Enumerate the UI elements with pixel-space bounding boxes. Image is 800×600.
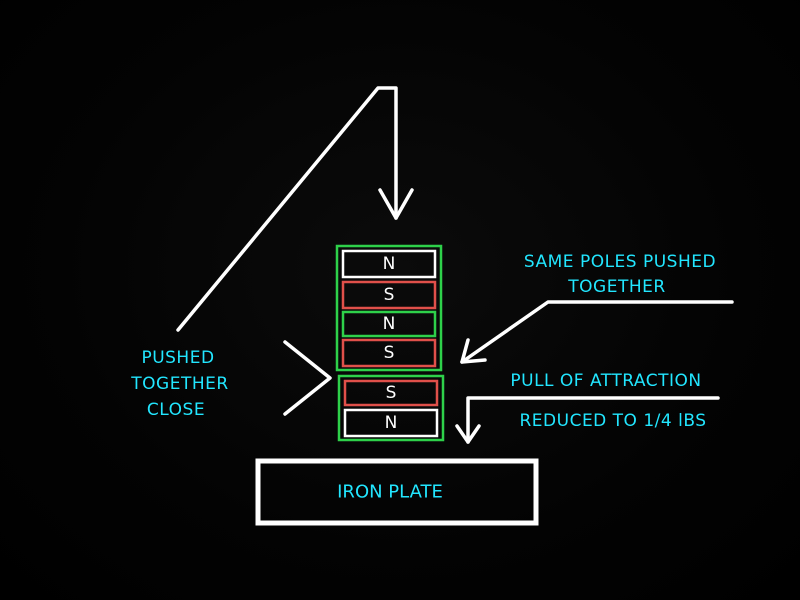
- pole-label-s-1: S: [384, 285, 395, 305]
- pushed-label-line-3: CLOSE: [147, 400, 205, 420]
- same-poles-label-line-1: SAME POLES PUSHED: [524, 252, 716, 272]
- magnet-segment-n-2: [341, 310, 437, 338]
- pull-label-line-1: PULL OF ATTRACTION: [510, 371, 701, 391]
- pole-label-n-1: N: [383, 254, 396, 274]
- lower-magnet-group-outline: [337, 374, 445, 442]
- magnet-segment-s-3: [343, 379, 439, 407]
- iron-plate-label: IRON PLATE: [337, 482, 443, 503]
- top-bent-arrow-line: [176, 86, 398, 332]
- pole-label-s-2: S: [384, 343, 395, 363]
- iron-plate: [255, 458, 539, 526]
- same-poles-arrow-head: [460, 338, 487, 364]
- magnet-segment-n-1: [341, 249, 437, 279]
- pushed-label-line-2: TOGETHER: [130, 374, 228, 394]
- pull-label-line-2: REDUCED TO 1/4 lBS: [519, 411, 706, 431]
- same-poles-arrow-line: [460, 300, 734, 364]
- top-arrow-head: [378, 188, 414, 220]
- magnet-segment-s-1: [341, 280, 437, 310]
- magnet-segment-s-2: [341, 338, 437, 368]
- pull-arrow-line: [466, 396, 720, 444]
- same-poles-label-line-2: TOGETHER: [567, 277, 665, 297]
- pushed-label-line-1: PUSHED: [141, 348, 214, 368]
- pole-label-s-3: S: [386, 383, 397, 403]
- magnet-segment-n-3: [343, 408, 439, 438]
- pole-label-n-2: N: [383, 314, 396, 334]
- pull-arrow-head: [455, 424, 481, 444]
- pushed-together-chevron: [283, 340, 332, 416]
- pole-label-n-3: N: [385, 413, 398, 433]
- upper-magnet-group-outline: [335, 244, 443, 372]
